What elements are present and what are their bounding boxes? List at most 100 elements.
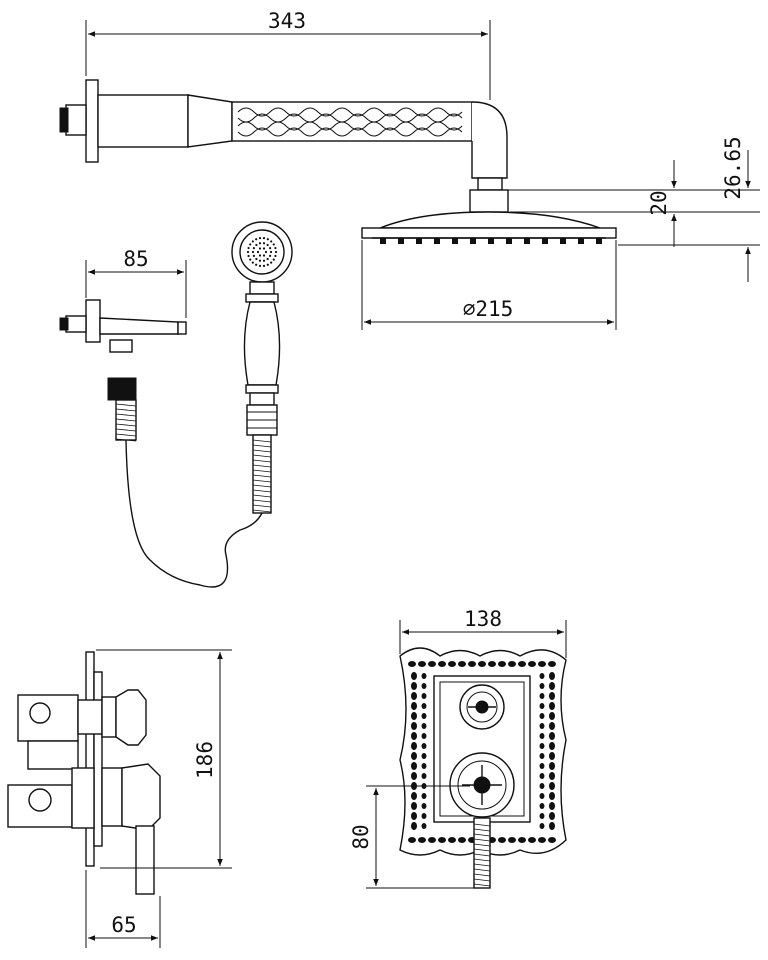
bead xyxy=(411,802,417,810)
bead xyxy=(421,743,427,749)
bead xyxy=(549,822,555,830)
hose-rib xyxy=(252,509,272,513)
nozzle xyxy=(596,238,602,244)
bead xyxy=(421,813,427,819)
bead xyxy=(411,672,417,680)
bead xyxy=(411,682,417,690)
bead xyxy=(411,822,417,830)
lever-rib xyxy=(473,863,491,867)
bead xyxy=(539,743,545,749)
bead xyxy=(539,673,545,679)
nut-rib xyxy=(115,418,137,422)
dim-label-80: 80 xyxy=(349,824,373,849)
spray-hole xyxy=(251,250,255,254)
bead xyxy=(421,703,427,709)
hose-rib xyxy=(252,504,272,508)
bead xyxy=(438,837,446,843)
dim-valve-height: 186 xyxy=(96,649,232,869)
spray-hole xyxy=(274,250,278,254)
lever-rib xyxy=(473,873,491,877)
bead xyxy=(539,783,545,789)
bead xyxy=(458,837,466,843)
spray-hole xyxy=(255,238,258,241)
spray-hole xyxy=(252,246,255,250)
bead xyxy=(418,661,426,667)
spray-hole xyxy=(269,246,272,250)
bead xyxy=(539,683,545,689)
bead xyxy=(428,837,436,843)
spray-hole xyxy=(252,254,255,258)
lever-rib xyxy=(473,858,491,862)
bead xyxy=(549,812,555,820)
spray-hole xyxy=(249,243,252,246)
bead xyxy=(411,762,417,770)
bead xyxy=(421,673,427,679)
bead xyxy=(518,661,526,667)
spray-hole xyxy=(258,247,262,250)
bead xyxy=(418,837,426,843)
bead xyxy=(538,837,546,843)
hose-rib xyxy=(252,489,272,493)
hose-rib xyxy=(252,499,272,503)
lever-rib xyxy=(473,843,491,847)
nut-rib xyxy=(115,423,137,427)
bead xyxy=(421,713,427,719)
spray-hole xyxy=(258,264,262,267)
spray-hole xyxy=(266,238,269,241)
dim-head-height: 20 26.65 xyxy=(508,136,760,282)
spray-hole xyxy=(247,246,250,250)
bead xyxy=(411,692,417,700)
bead xyxy=(539,763,545,769)
nozzle xyxy=(488,238,494,244)
nut-rib xyxy=(115,403,137,407)
spray-hole xyxy=(266,263,269,266)
spray-hole xyxy=(258,259,262,262)
bead xyxy=(549,672,555,680)
bead xyxy=(528,837,536,843)
lever-rib xyxy=(473,868,491,872)
hose-rib xyxy=(252,449,272,453)
lever-rib xyxy=(473,828,491,832)
dim-handle-height: 80 xyxy=(349,785,474,889)
dim-label-215: ⌀215 xyxy=(463,297,514,321)
dim-arm-length: 343 xyxy=(85,9,491,100)
bead xyxy=(539,723,545,729)
dim-head-diameter: ⌀215 xyxy=(361,240,617,330)
bead xyxy=(421,803,427,809)
bead xyxy=(549,752,555,760)
bead xyxy=(408,837,416,843)
lever-rib xyxy=(473,823,491,827)
bead xyxy=(421,823,427,829)
bead xyxy=(448,661,456,667)
spray-hole xyxy=(258,242,262,245)
bead xyxy=(411,722,417,730)
spray-hole xyxy=(272,243,275,246)
dim-label-138: 138 xyxy=(464,607,502,631)
hose-rib xyxy=(252,464,272,468)
bead xyxy=(528,661,536,667)
dim-label-85: 85 xyxy=(123,247,148,271)
bead xyxy=(411,712,417,720)
bead xyxy=(411,752,417,760)
bead xyxy=(458,661,466,667)
bead xyxy=(539,733,545,739)
bead xyxy=(549,742,555,750)
bead xyxy=(408,661,416,667)
spray-hole xyxy=(256,250,260,254)
lever-rib xyxy=(473,833,491,837)
bead xyxy=(549,802,555,810)
spray-hole xyxy=(258,237,262,240)
hose-rib xyxy=(252,439,272,443)
dim-label-20: 20 xyxy=(647,190,671,215)
nozzle xyxy=(380,238,386,244)
bead xyxy=(549,792,555,800)
spray-hole xyxy=(262,259,266,262)
bead xyxy=(421,723,427,729)
nozzle xyxy=(542,238,548,244)
spray-hole xyxy=(247,254,250,258)
bead xyxy=(539,823,545,829)
bead xyxy=(488,661,496,667)
dim-label-26-65: 26.65 xyxy=(721,136,745,199)
bead xyxy=(549,732,555,740)
